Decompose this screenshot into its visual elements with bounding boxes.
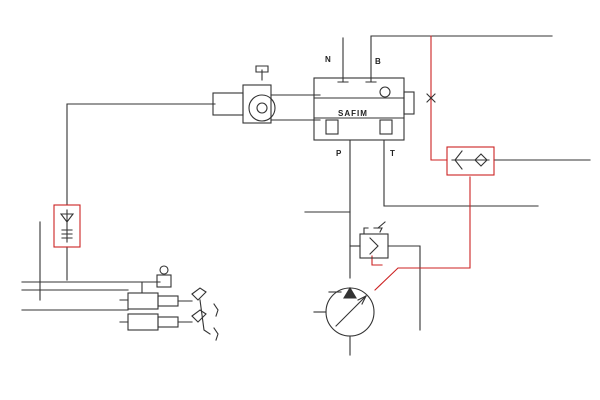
- signal-lines: [371, 35, 471, 291]
- check-valve: [53, 204, 81, 248]
- hydraulic-lines: [21, 35, 591, 356]
- port-n-label: N: [325, 55, 331, 64]
- brake-pedal-valves: [119, 265, 219, 341]
- pressure-relief-valve: [359, 221, 389, 259]
- restrictor-icon: [426, 93, 436, 103]
- port-p-label: P: [336, 149, 342, 158]
- valve-brand-label: SAFIM: [338, 109, 368, 118]
- port-b-label: B: [375, 57, 381, 66]
- variable-displacement-pump: [313, 286, 375, 337]
- shuttle-valve: [446, 146, 495, 176]
- port-t-label: T: [390, 149, 395, 158]
- directional-control-valve: [212, 65, 415, 141]
